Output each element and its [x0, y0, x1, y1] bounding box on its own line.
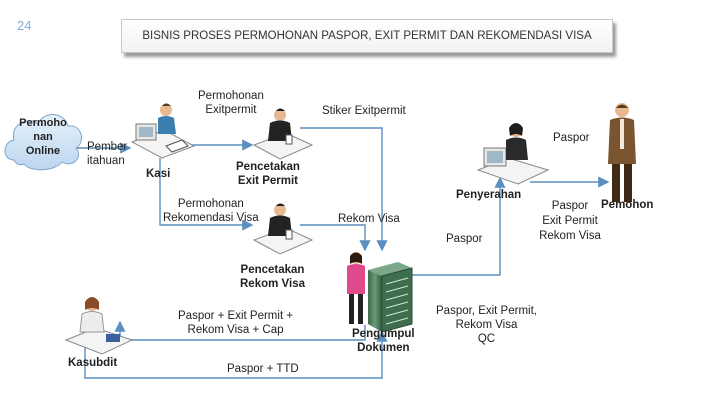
pengumpul-label: Pengumpul Dokumen — [352, 327, 415, 355]
arrow-pengumpul-to-kasubdit — [114, 320, 366, 341]
cloud-icon — [4, 114, 83, 171]
standing-person-icon — [347, 252, 365, 324]
pemberitahuan-line-1: Pember — [87, 141, 128, 153]
cloud-label: Permoho nan Online — [18, 116, 68, 158]
permohonan-exitpermit-label: Permohonan Exitpermit — [198, 89, 264, 117]
paspor-exit-rekom-cap-label: Paspor + Exit Permit + Rekom Visa + Cap — [178, 309, 293, 337]
rekom-visa-label: Rekom Visa — [338, 213, 400, 225]
permohonan-exitpermit-line-1: Permohonan — [198, 90, 264, 102]
pemberitahuan-line-2: itahuan — [87, 155, 125, 167]
pemberitahuan-label: Pember itahuan — [87, 140, 127, 168]
worker-at-desk-icon — [130, 103, 196, 159]
paspor-ttd-label: Paspor + TTD — [227, 363, 299, 375]
permohonan-rekvisa-line-2: Rekomendasi Visa — [163, 212, 259, 224]
arrow-rekvisa-desk-to-pengumpul — [300, 224, 371, 252]
penyerahan-label: Penyerahan — [456, 189, 522, 201]
page-title: BISNIS PROSES PERMOHONAN PASPOR, EXIT PE… — [121, 19, 613, 53]
pencetakan-rekvisa-line-1: Pencetakan — [240, 264, 305, 276]
worker-at-desk-icon — [64, 297, 134, 355]
worker-at-desk-icon — [252, 108, 314, 160]
paspor-exit-qc-line-2: Rekom Visa — [455, 319, 518, 331]
paspor-exit-rekom-cap-line-1: Paspor + Exit Permit + — [178, 310, 294, 322]
cloud-line-3: Online — [25, 145, 61, 157]
cloud-line-1: Permoho — [19, 117, 67, 129]
kasi-label: Kasi — [146, 168, 171, 180]
paspor-exit-qc-line-1: Paspor, Exit Permit, — [436, 305, 537, 317]
pencetakan-rekvisa-label: Pencetakan Rekom Visa — [240, 263, 305, 291]
worker-at-desk-icon — [252, 203, 314, 255]
paspor-mid-label: Paspor — [446, 233, 483, 245]
pencetakan-rekvisa-line-2: Rekom Visa — [240, 278, 305, 290]
paspor-top-label: Paspor — [553, 132, 590, 144]
arrow-exit-desk-to-pengumpul — [300, 127, 388, 252]
pencetakan-exit-line-1: Pencetakan — [236, 161, 300, 173]
pemohon-item-paspor: Paspor — [551, 200, 589, 212]
pemohon-items-label: Paspor Exit Permit Rekom Visa — [535, 199, 605, 244]
arrow-pengumpul-to-penyerahan — [410, 176, 506, 276]
arrow-kasi-to-rekvisa-desk — [159, 158, 254, 231]
paspor-exit-qc-line-3: QC — [477, 333, 496, 345]
permohonan-rekvisa-label: Permohonan Rekomendasi Visa — [163, 197, 259, 225]
pengumpul-line-2: Dokumen — [357, 342, 410, 354]
stiker-exitpermit-label: Stiker Exitpermit — [322, 105, 406, 117]
page-number: 24 — [17, 18, 32, 33]
pengumpul-line-1: Pengumpul — [352, 328, 415, 340]
cloud-line-2: nan — [33, 131, 53, 143]
paspor-exit-qc-label: Paspor, Exit Permit, Rekom Visa QC — [436, 304, 537, 346]
pemohon-item-exit-permit: Exit Permit — [542, 215, 598, 227]
server-rack-icon — [368, 262, 413, 333]
permohonan-exitpermit-line-2: Exitpermit — [205, 104, 257, 116]
pencetakan-exit-line-2: Exit Permit — [237, 175, 298, 187]
worker-at-desk-icon — [476, 123, 550, 185]
pencetakan-exit-label: Pencetakan Exit Permit — [236, 160, 300, 188]
kasubdit-label: Kasubdit — [68, 357, 118, 369]
permohonan-rekvisa-line-1: Permohonan — [177, 198, 244, 210]
standing-person-icon — [608, 103, 636, 202]
paspor-exit-rekom-cap-line-2: Rekom Visa + Cap — [187, 324, 284, 336]
flow-arrows — [70, 127, 610, 379]
pemohon-label: Pemohon — [601, 199, 654, 211]
pemohon-item-rekom-visa: Rekom Visa — [539, 230, 601, 242]
arrow-kasubdit-to-pengumpul — [84, 330, 388, 379]
